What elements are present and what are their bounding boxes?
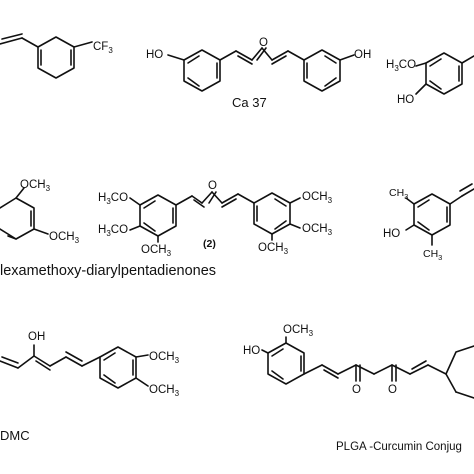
dmc-och3-1: OCH3 bbox=[149, 351, 180, 365]
dimethylphenol-ch3-top: CH3 bbox=[389, 187, 408, 201]
trimethoxy-och3-top: OCH3 bbox=[20, 179, 51, 193]
compound-2-carbonyl-o: O bbox=[208, 180, 217, 192]
plga-carbonyl-o-1: O bbox=[352, 384, 361, 396]
cf3-label: CF3 bbox=[93, 41, 113, 55]
compound-2-h3co-2: H3CO bbox=[98, 224, 128, 238]
compound-2-och3-5: OCH3 bbox=[302, 223, 333, 237]
plga-ho-label: HO bbox=[243, 345, 260, 357]
caption-compound-2: (2) bbox=[203, 238, 216, 250]
compound-2-och3-3: OCH3 bbox=[141, 244, 172, 258]
caption-plga-curcumin: PLGA -Curcumin Conjug bbox=[336, 441, 462, 453]
dimethylphenol-ho-label: HO bbox=[383, 228, 400, 240]
compound-2-och3-6: OCH3 bbox=[258, 242, 289, 256]
caption-hexamethoxy: lexamethoxy-diarylpentadienones bbox=[0, 263, 217, 279]
trimethoxy-och3-bottom: OCH3 bbox=[49, 231, 80, 245]
compound-2-h3co-1: H3CO bbox=[98, 192, 128, 206]
guaiacyl-methoxy-label: H3CO bbox=[386, 59, 416, 73]
ca37-oh-label: OH bbox=[354, 49, 371, 61]
ca37-ho-label: HO bbox=[146, 49, 163, 61]
plga-och3-label: OCH3 bbox=[283, 324, 314, 338]
plga-carbonyl-o-2: O bbox=[388, 384, 397, 396]
dimethylphenol-ch3-bottom: CH3 bbox=[423, 248, 442, 262]
dmc-oh-label: OH bbox=[28, 331, 45, 343]
caption-dmc: DMC bbox=[0, 428, 30, 443]
guaiacyl-ho-label: HO bbox=[397, 94, 414, 106]
compound-2-och3-4: OCH3 bbox=[302, 191, 333, 205]
ca37-carbonyl-o: O bbox=[259, 37, 268, 49]
caption-ca37: Ca 37 bbox=[232, 95, 267, 110]
dmc-och3-2: OCH3 bbox=[149, 384, 180, 398]
